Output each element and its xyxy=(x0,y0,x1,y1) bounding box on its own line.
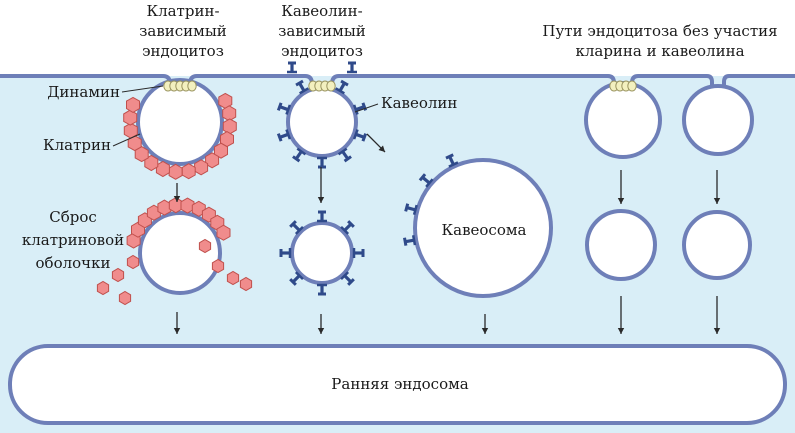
caveosome xyxy=(413,158,553,298)
arrowhead xyxy=(617,198,625,204)
arrows xyxy=(173,133,721,334)
caveolin-molecule xyxy=(337,147,352,163)
clathrin-fragment xyxy=(239,276,253,292)
caveolin-molecule xyxy=(276,102,292,115)
clathrin-fragment xyxy=(126,254,140,270)
clathrin-triskelion xyxy=(194,159,209,176)
independent-pit-2 xyxy=(682,84,754,156)
arrowhead xyxy=(713,198,721,204)
dynamin-ring-caveola xyxy=(308,80,336,92)
arrowhead xyxy=(617,328,625,334)
clathrin-fragment xyxy=(96,280,110,296)
caveolin-coat-pit xyxy=(276,61,368,169)
independent-vesicle-2 xyxy=(682,210,752,280)
header-clathrin-line-1: Клатрин- xyxy=(146,2,219,20)
caveolar-vesicle xyxy=(290,221,354,285)
clathrin-triskelion xyxy=(222,105,237,122)
clathrin-coat-uncoating xyxy=(96,197,253,306)
header-independent-line-1: Пути эндоцитоза без участия xyxy=(542,22,777,40)
arrowhead xyxy=(317,197,325,203)
caveolin-molecule xyxy=(445,153,459,168)
arrowhead xyxy=(481,328,489,334)
arrowhead xyxy=(378,145,385,152)
clathrin-fragment xyxy=(226,270,240,286)
caveolin-molecule xyxy=(404,203,418,216)
caveolin-molecule xyxy=(352,129,368,142)
dynamin-ring-independent xyxy=(609,80,637,92)
caveolin-molecule xyxy=(352,102,368,115)
clathrin-triskelion xyxy=(126,96,140,113)
caveola-pit-vesicle xyxy=(286,86,358,158)
clathrin-triskelion xyxy=(222,118,237,135)
caveolin-molecule xyxy=(403,235,417,246)
label-uncoating-line-1: Сброс xyxy=(49,208,97,226)
dynamin-subunit xyxy=(627,80,637,92)
clathrin-triskelion xyxy=(180,197,195,214)
clathrin-triskelion xyxy=(168,163,183,180)
label-caveolin: Кавеолин xyxy=(381,94,457,112)
caveolin-molecule xyxy=(317,156,327,169)
clathrin-coat-pit xyxy=(123,92,237,180)
caveolin-molecule xyxy=(289,220,304,235)
caveolin-molecule xyxy=(352,248,365,258)
clathrin-triskelion xyxy=(181,163,196,180)
clathrin-triskelion xyxy=(123,109,138,126)
caveolin-coat-caveosome xyxy=(403,153,459,246)
label-uncoating-line-2: клатриновой xyxy=(22,231,124,249)
caveolin-molecule xyxy=(340,220,355,235)
caveolin-molecule xyxy=(335,79,349,95)
caveolin-molecule xyxy=(295,79,309,95)
early-endosome xyxy=(8,344,787,425)
label-clathrin: Клатрин xyxy=(43,136,111,154)
caveolin-coat-vesicle xyxy=(279,210,365,296)
header-caveolin-line-3: эндоцитоз xyxy=(281,42,363,60)
clathrin-fragment xyxy=(211,258,225,274)
clathrin-fragment xyxy=(111,267,125,283)
arrowhead xyxy=(317,328,325,334)
independent-vesicle-1 xyxy=(585,209,657,281)
label-dynamin: Динамин xyxy=(47,83,120,101)
leader-dynamin xyxy=(121,85,164,93)
independent-pit-1 xyxy=(584,81,662,159)
caveolin-molecule xyxy=(418,173,434,188)
dynamin-ring-clathrin xyxy=(163,80,197,92)
caveolin-molecule xyxy=(279,248,292,258)
dynamin-subunit xyxy=(187,80,197,92)
caveolin-molecule xyxy=(347,61,357,74)
header-independent-line-2: кларина и кавеолина xyxy=(575,42,744,60)
dynamin-subunit xyxy=(326,80,336,92)
clathrin-pit-vesicle xyxy=(136,78,224,166)
clathrin-fragment xyxy=(198,238,212,254)
caveolin-molecule xyxy=(292,147,307,163)
clathrin-triskelion xyxy=(205,152,220,169)
header-caveolin-line-1: Кавеолин- xyxy=(281,2,363,20)
clathrin-fragment xyxy=(118,290,132,306)
header-clathrin-line-3: эндоцитоз xyxy=(142,42,224,60)
caveolin-molecule xyxy=(317,283,327,296)
clathrin-triskelion xyxy=(216,224,231,241)
clathrin-triskelion xyxy=(168,197,183,214)
arrowhead xyxy=(173,328,181,334)
arrowhead xyxy=(713,328,721,334)
caveolin-molecule xyxy=(289,271,304,286)
uncoating-vesicle xyxy=(138,211,222,295)
arrowhead xyxy=(173,196,181,202)
header-clathrin-line-2: зависимый xyxy=(139,22,227,40)
plasma-membrane xyxy=(0,74,795,86)
label-uncoating-line-3: оболочки xyxy=(36,254,111,272)
header-caveolin-line-2: зависимый xyxy=(278,22,366,40)
label-caveosome: Кавеосома xyxy=(442,221,527,239)
leader-clathrin xyxy=(112,133,141,147)
caveolin-molecule xyxy=(317,210,327,223)
clathrin-triskelion xyxy=(155,160,170,178)
caveolin-molecule xyxy=(276,129,292,142)
caveolin-molecule xyxy=(287,61,297,74)
caveolin-molecule xyxy=(340,271,355,286)
leader-caveolin xyxy=(354,103,379,113)
clathrin-triskelion xyxy=(214,142,228,159)
label-early-endosome: Ранняя эндосома xyxy=(331,375,468,393)
